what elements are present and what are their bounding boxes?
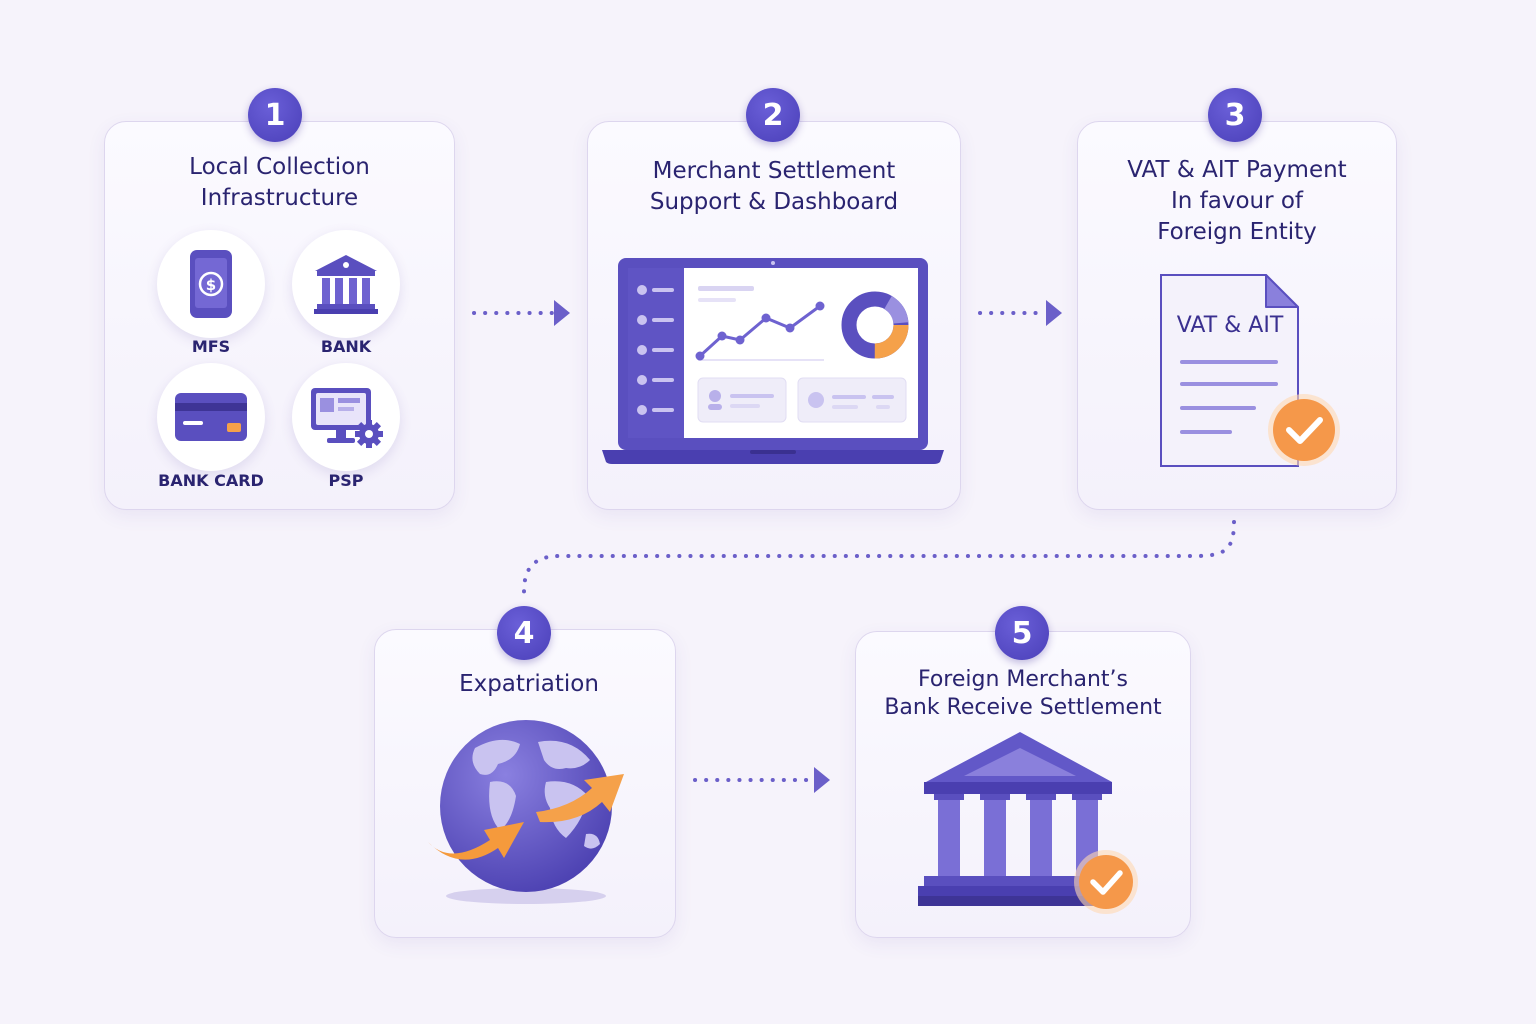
document-label: VAT & AIT bbox=[1176, 313, 1284, 338]
mfs-channel: $ bbox=[157, 230, 265, 338]
credit-card-icon bbox=[175, 393, 247, 441]
step-1-card bbox=[104, 121, 455, 510]
step-5-badge: 5 bbox=[995, 606, 1049, 660]
bank-icon bbox=[314, 255, 378, 314]
psp-label: PSP bbox=[328, 471, 364, 490]
bank-card-channel bbox=[157, 363, 265, 471]
step-1-title: Local Collection Infrastructure bbox=[189, 154, 370, 211]
mfs-label: MFS bbox=[191, 337, 231, 356]
document-check-icon bbox=[1160, 274, 1340, 467]
psp-terminal-icon bbox=[311, 388, 383, 448]
arrowhead-4-5 bbox=[814, 767, 830, 793]
psp-channel bbox=[292, 363, 400, 471]
bank-label: BANK bbox=[320, 337, 372, 356]
connector-3-4 bbox=[522, 520, 1236, 594]
step-4-title: Expatriation bbox=[459, 671, 599, 697]
step-5-title: Foreign Merchant’s Bank Receive Settleme… bbox=[884, 667, 1162, 720]
step-3-badge: 3 bbox=[1208, 88, 1262, 142]
bank-card-label: BANK CARD bbox=[158, 471, 264, 490]
step-2-title: Merchant Settlement Support & Dashboard bbox=[649, 158, 899, 215]
globe-arrows-icon bbox=[428, 720, 624, 904]
arrowhead-1-2 bbox=[554, 300, 570, 326]
svg-text:$: $ bbox=[206, 276, 216, 294]
arrowhead-2-3 bbox=[1046, 300, 1062, 326]
mobile-wallet-icon: $ bbox=[190, 250, 232, 318]
bank-check-icon bbox=[918, 732, 1138, 914]
step-3-title: VAT & AIT Payment In favour of Foreign E… bbox=[1127, 157, 1347, 245]
bank-channel bbox=[292, 230, 400, 338]
step-1-badge: 1 bbox=[248, 88, 302, 142]
step-2-badge: 2 bbox=[746, 88, 800, 142]
laptop-dashboard-icon bbox=[602, 258, 944, 464]
step-4-badge: 4 bbox=[497, 606, 551, 660]
